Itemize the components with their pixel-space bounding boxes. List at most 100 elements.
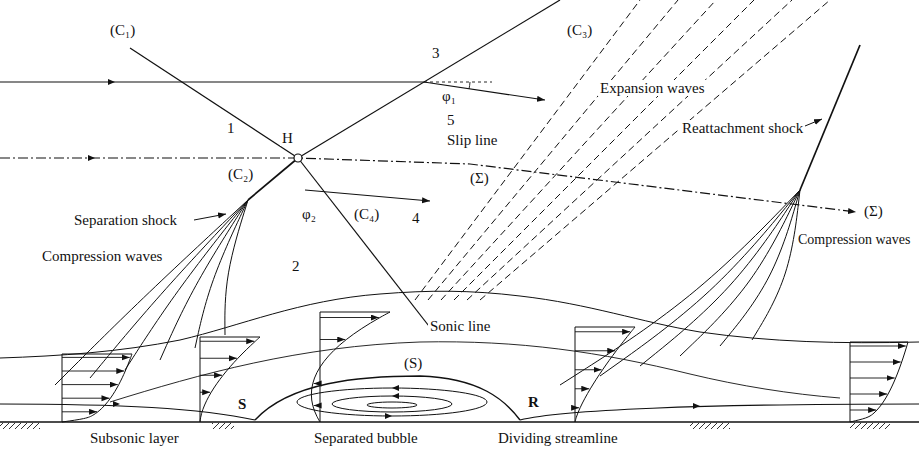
separation-shock — [248, 158, 298, 200]
sonic-line — [110, 342, 840, 402]
velocity-arrow — [200, 358, 237, 359]
compression-wave — [225, 200, 248, 335]
reference-line — [424, 82, 492, 83]
velocity-arrow — [200, 341, 254, 342]
shock-c3 — [298, 0, 560, 158]
wave-label: (C₄) — [352, 206, 381, 222]
velocity-arrow — [850, 346, 906, 347]
wall-hatch — [0, 423, 40, 429]
profile-axis — [850, 342, 908, 422]
reattachment-shock — [800, 45, 860, 190]
flow-arrowhead — [108, 79, 115, 85]
slip-line — [0, 158, 856, 212]
velocity-arrow — [200, 392, 210, 393]
flow-arrowhead — [88, 155, 95, 161]
streamline — [0, 82, 545, 100]
wave-label: Compression waves — [796, 232, 912, 248]
shock-c1 — [130, 48, 298, 158]
point-label: H — [280, 130, 295, 146]
profile-axis — [320, 312, 390, 422]
shock-c4 — [298, 158, 432, 330]
line-label: (Σ) — [468, 170, 491, 186]
velocity-arrow — [575, 331, 630, 332]
recirculation-line — [332, 396, 452, 412]
velocity-arrow — [62, 411, 97, 412]
recirculation-line — [297, 388, 487, 416]
velocity-arrow — [314, 405, 320, 406]
expansion-wave — [480, 0, 830, 300]
shock-label: Reattachment shock — [680, 120, 805, 136]
velocity-arrow — [850, 410, 876, 411]
compression-wave — [752, 190, 800, 340]
wall-hatch — [212, 423, 234, 429]
velocity-arrow — [314, 383, 320, 384]
velocity-arrow — [62, 371, 124, 372]
velocity-arrow — [575, 350, 615, 351]
recirculation-line — [367, 402, 417, 408]
velocity-profile — [62, 354, 132, 422]
line-label: (S) — [402, 355, 424, 371]
expansion-wave — [428, 0, 678, 300]
compression-wave — [720, 190, 800, 346]
compression-wave — [560, 190, 800, 385]
flow-arrowhead — [392, 385, 399, 391]
flow-arrowhead — [392, 393, 399, 399]
line-label: Slip line — [445, 132, 499, 148]
velocity-profile — [311, 312, 390, 422]
wall-hatch — [850, 423, 890, 429]
compression-wave — [195, 200, 248, 348]
wave-label: (C₂) — [226, 166, 255, 182]
region-number: 3 — [430, 45, 442, 61]
point-label: R — [526, 394, 541, 410]
velocity-arrow — [575, 369, 602, 370]
compression-wave — [55, 200, 248, 385]
profile-axis — [200, 337, 260, 422]
region-label: Separated bubble — [312, 430, 420, 446]
velocity-arrow — [320, 339, 345, 340]
wave-label: (C₃) — [565, 22, 594, 38]
angle-label: φ₁ — [440, 88, 458, 104]
velocity-arrow — [850, 394, 887, 395]
wall-line — [0, 421, 919, 423]
expansion-wave — [454, 0, 754, 300]
wave-label: Expansion waves — [598, 80, 707, 96]
dividing-streamline — [520, 404, 919, 420]
region-number: 4 — [410, 210, 422, 226]
profile-axis — [62, 354, 132, 422]
leader-line — [805, 119, 822, 126]
line-label: Sonic line — [428, 318, 492, 334]
region-number: 5 — [445, 112, 457, 128]
velocity-profile — [200, 337, 260, 422]
velocity-arrow — [850, 378, 895, 379]
velocity-arrow — [320, 317, 379, 318]
expansion-wave — [415, 0, 640, 300]
velocity-arrow — [200, 375, 222, 376]
wave-label: (C₁) — [108, 22, 137, 38]
dividing-streamline — [0, 404, 255, 420]
expansion-wave — [467, 0, 792, 300]
region-label: Subsonic layer — [88, 430, 181, 446]
generated-waves — [55, 0, 908, 422]
wall-hatch — [690, 423, 730, 429]
compression-wave — [640, 190, 800, 366]
compression-wave — [680, 190, 800, 356]
line-label: Dividing streamline — [496, 430, 620, 446]
angle-label: φ₂ — [300, 206, 318, 222]
velocity-arrow — [62, 384, 118, 385]
dividing-streamline — [255, 376, 520, 420]
velocity-arrow — [575, 407, 579, 408]
compression-wave — [600, 190, 800, 376]
leader-line — [194, 214, 226, 220]
flow-arrowhead — [693, 403, 700, 409]
flow-arrowhead — [113, 401, 120, 407]
point-label: S — [236, 396, 248, 412]
profile-axis — [575, 327, 635, 422]
velocity-arrow — [850, 362, 901, 363]
interaction-point — [294, 154, 302, 162]
boundary-layer-edge — [0, 291, 919, 358]
line-label: (Σ) — [862, 203, 885, 219]
region-number: 2 — [290, 258, 302, 274]
velocity-profile — [575, 327, 635, 422]
